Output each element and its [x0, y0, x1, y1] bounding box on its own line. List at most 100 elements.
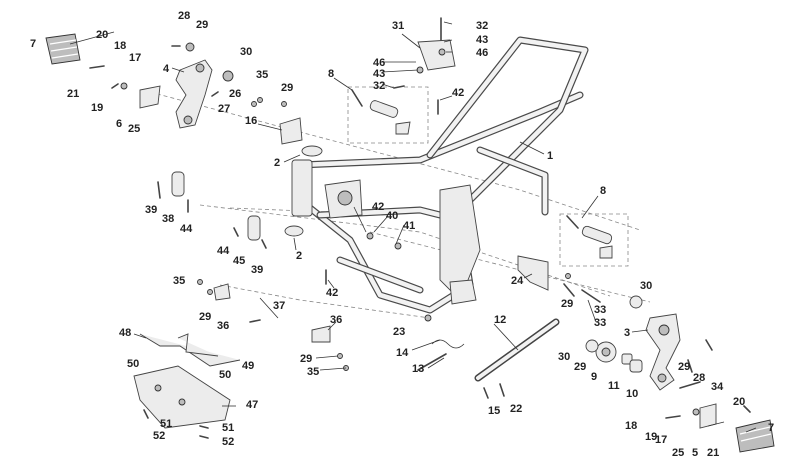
callout-3: 3: [624, 327, 630, 339]
small-brackets: [139, 85, 717, 429]
callout-33: 33: [594, 317, 606, 329]
callout-18: 18: [625, 420, 637, 432]
callout-50: 50: [219, 369, 231, 381]
callout-30: 30: [640, 280, 652, 292]
linkage-right: [566, 215, 613, 259]
callout-42: 42: [326, 287, 338, 299]
callout-21: 21: [707, 447, 719, 459]
linkage-top: [351, 89, 411, 135]
callout-20: 20: [733, 396, 745, 408]
callout-43: 43: [476, 34, 488, 46]
callout-35: 35: [173, 275, 185, 287]
callout-45: 45: [233, 255, 245, 267]
callout-37: 37: [273, 300, 285, 312]
skid-plate: [133, 333, 241, 429]
callout-28: 28: [178, 10, 190, 22]
right-footpeg: [735, 419, 775, 453]
main-frame: [296, 36, 589, 314]
callout-27: 27: [218, 103, 230, 115]
callout-9: 9: [591, 371, 597, 383]
callout-39: 39: [145, 204, 157, 216]
callout-32: 32: [476, 20, 488, 32]
spacers: [585, 295, 643, 373]
callout-46: 46: [373, 57, 385, 69]
callout-29: 29: [196, 19, 208, 31]
callout-21: 21: [67, 88, 79, 100]
callout-50: 50: [127, 358, 139, 370]
left-peg-bracket: [175, 59, 213, 129]
callout-46: 46: [476, 47, 488, 59]
callout-40: 40: [386, 210, 398, 222]
callout-24: 24: [511, 275, 524, 287]
callout-52: 52: [222, 436, 234, 448]
callout-42: 42: [372, 201, 384, 213]
callout-44: 44: [217, 245, 230, 257]
callout-29: 29: [281, 82, 293, 94]
callout-35: 35: [307, 366, 319, 378]
callout-labels: 1 2 2 3 4 5 6 7 7 8 8 9 10 11 12 13 14 1…: [30, 10, 774, 459]
callout-30: 30: [240, 46, 252, 58]
callout-29: 29: [574, 361, 586, 373]
leader-lines: [69, 21, 757, 433]
callout-48: 48: [119, 327, 131, 339]
callout-17: 17: [655, 434, 667, 446]
callout-18: 18: [114, 40, 126, 52]
callout-41: 41: [403, 220, 415, 232]
callout-30: 30: [558, 351, 570, 363]
right-peg-bracket: [645, 313, 681, 391]
callout-35: 35: [256, 69, 268, 81]
callout-32: 32: [373, 80, 385, 92]
callout-22: 22: [510, 403, 522, 415]
callout-12: 12: [494, 314, 506, 326]
callout-29: 29: [561, 298, 573, 310]
callout-36: 36: [330, 314, 342, 326]
callout-29: 29: [199, 311, 211, 323]
callout-8: 8: [328, 68, 334, 80]
callout-51: 51: [222, 422, 234, 434]
callout-7: 7: [768, 422, 774, 434]
callout-8: 8: [600, 185, 606, 197]
callout-4: 4: [163, 63, 170, 75]
callout-38: 38: [162, 213, 174, 225]
side-stand: [417, 318, 560, 382]
callout-26: 26: [229, 88, 241, 100]
callout-13: 13: [412, 363, 424, 375]
callout-34: 34: [711, 381, 724, 393]
callout-7: 7: [30, 38, 36, 50]
callout-43: 43: [373, 68, 385, 80]
callout-52: 52: [153, 430, 165, 442]
callout-31: 31: [392, 20, 404, 32]
bracket-16: [279, 117, 303, 145]
callout-10: 10: [626, 388, 638, 400]
callout-44: 44: [180, 223, 193, 235]
callout-47: 47: [246, 399, 258, 411]
callout-19: 19: [91, 102, 103, 114]
callout-49: 49: [242, 360, 254, 372]
callout-19: 19: [645, 431, 657, 443]
callout-14: 14: [396, 347, 409, 359]
callout-6: 6: [116, 118, 122, 130]
callout-25: 25: [128, 123, 140, 135]
steering-head: [284, 145, 323, 237]
rear-mount-bracket: [417, 17, 456, 71]
callout-5: 5: [692, 447, 698, 459]
callout-28: 28: [693, 372, 705, 384]
callout-15: 15: [488, 405, 500, 417]
callout-20: 20: [96, 29, 108, 41]
callout-42: 42: [452, 87, 464, 99]
callout-2: 2: [274, 157, 280, 169]
left-footpeg: [45, 33, 81, 65]
callout-11: 11: [608, 380, 620, 392]
callout-36: 36: [217, 320, 229, 332]
callout-2: 2: [296, 250, 302, 262]
guard-brackets: [171, 171, 331, 343]
callout-16: 16: [245, 115, 257, 127]
callout-25: 25: [672, 447, 684, 459]
callout-23: 23: [393, 326, 405, 338]
callout-29: 29: [300, 353, 312, 365]
callout-29: 29: [678, 361, 690, 373]
bracket-24: [517, 255, 549, 291]
callout-33: 33: [594, 304, 606, 316]
